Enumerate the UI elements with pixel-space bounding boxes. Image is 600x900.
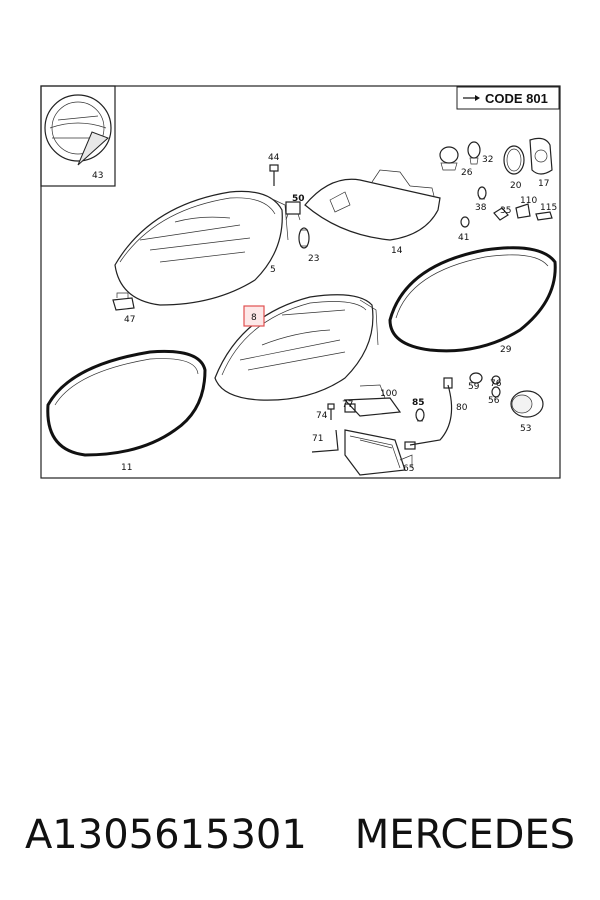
foglamp-part-65: 65	[344, 429, 414, 476]
cap-part-17: 17	[529, 137, 553, 189]
label-65: 65	[403, 464, 414, 474]
label-85: 85	[412, 398, 425, 408]
label-77: 77	[342, 400, 353, 410]
label-74: 74	[316, 411, 328, 421]
screw-part-44: 44	[268, 153, 280, 186]
indicator-part-14: 14	[304, 169, 441, 256]
label-50: 50	[292, 194, 305, 204]
bulb-part-59: 59	[468, 372, 483, 392]
label-100: 100	[380, 389, 397, 399]
seal-part-20: 20	[503, 145, 525, 191]
label-110: 110	[520, 196, 537, 206]
label-44: 44	[268, 153, 280, 163]
label-5: 5	[270, 265, 276, 275]
code-box: CODE 801	[456, 86, 560, 110]
label-71: 71	[312, 434, 323, 444]
bulb-part-32: 32	[467, 141, 493, 165]
lens-part-53: 53	[510, 390, 544, 434]
label-38: 38	[475, 203, 487, 213]
label-47: 47	[124, 315, 135, 325]
bracket-part-47: 47	[112, 292, 135, 325]
label-115: 115	[540, 203, 557, 213]
label-8: 8	[251, 313, 257, 323]
label-14: 14	[391, 246, 403, 256]
label-53: 53	[520, 424, 531, 434]
bulb-part-41: 41	[458, 216, 470, 243]
label-20: 20	[510, 181, 522, 191]
label-32: 32	[482, 155, 493, 165]
bulb-part-56: 56	[488, 386, 501, 406]
label-11: 11	[121, 463, 132, 473]
inset-part-43: 43	[40, 85, 116, 187]
label-76: 76	[490, 379, 502, 389]
clip-part-115: 115	[535, 203, 557, 221]
clip-part-50: 50	[285, 194, 305, 221]
bracket-part-71: 71	[311, 429, 339, 453]
label-35: 35	[500, 206, 511, 216]
label-59: 59	[468, 382, 480, 392]
socket-part-26: 26	[439, 146, 473, 178]
code-label: CODE 801	[485, 91, 548, 106]
label-26: 26	[461, 168, 473, 178]
diagram-frame	[40, 85, 561, 479]
brand-name: MERCEDES	[354, 812, 576, 858]
adjuster-part-23: 23	[298, 227, 319, 264]
label-56: 56	[488, 396, 500, 406]
part-number: A1305615301	[24, 812, 307, 858]
highlight-box-8	[243, 305, 265, 327]
label-29: 29	[500, 345, 512, 355]
seal-part-11: 11	[46, 349, 207, 473]
label-17: 17	[538, 179, 549, 189]
seal-part-29: 29	[388, 246, 557, 355]
clip-part-35: 35	[493, 206, 511, 221]
clip-part-110: 110	[515, 196, 537, 219]
headlamp-part-5: 5	[114, 190, 289, 306]
part-caption: A1305615301 MERCEDES	[0, 800, 600, 870]
label-43: 43	[92, 171, 103, 181]
cable-part-80: 80	[404, 377, 468, 450]
parts-diagram: 43 CODE 801 5 44 50 23 47	[40, 85, 561, 479]
label-23: 23	[308, 254, 319, 264]
bulb-part-76: 76	[490, 375, 502, 389]
label-41: 41	[458, 233, 469, 243]
bulb-part-85: 85	[412, 398, 425, 422]
headlamp-part-8: 8	[214, 294, 379, 401]
label-80: 80	[456, 403, 468, 413]
bulb-part-38: 38	[475, 186, 487, 213]
screw-part-74: 74	[316, 403, 335, 421]
clip-part-77: 77	[342, 400, 356, 413]
